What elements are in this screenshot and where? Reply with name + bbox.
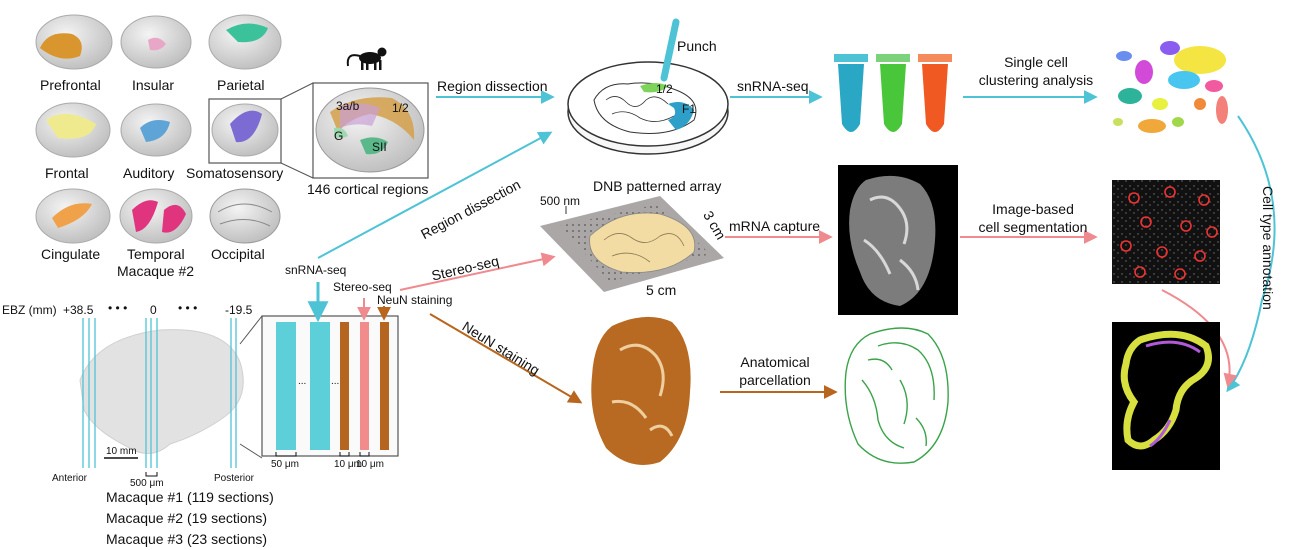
brain-somatosensory [208,98,282,164]
label-cingulate: Cingulate [41,246,101,262]
label-5cm: 5 cm [646,282,677,298]
stereo-seq-section-image [838,165,958,315]
dish-label-f1: F1 [682,102,697,116]
brain-parietal [208,14,282,70]
label-parietal: Parietal [217,77,265,93]
label-ebz: EBZ (mm) [2,303,57,317]
arrow-region-dissection-diag [317,131,553,259]
petri-dish [567,61,729,155]
label-slab-50um: 50 μm [271,459,299,470]
label-anterior: Anterior [52,473,88,484]
zoom-label-12: 1/2 [392,101,409,115]
label-prefrontal: Prefrontal [40,77,101,93]
label-region-dissection: Region dissection [437,78,548,94]
label-slab-10um-a: 10 μm [334,459,362,470]
cell-segmentation-image [1112,180,1220,284]
label-snrna-seq: snRNA-seq [285,263,347,277]
slab-zoom-top [239,315,263,345]
macaque-1-count: Macaque #1 (119 sections) [106,489,274,505]
macaque-3-count: Macaque #3 (23 sections) [106,531,268,547]
annotated-section-image [1112,322,1220,470]
label-anatomical: Anatomical [740,354,810,370]
label-macaque2: Macaque #2 [117,263,195,279]
label-cell-type-annotation: Cell type annotation [1260,186,1276,310]
label-stereo-seq: Stereo-seq [333,280,392,294]
tick-posterior: -19.5 [225,303,253,317]
tick-zero: 0 [150,303,157,317]
tissue-slabs [276,322,389,450]
label-dnb-array: DNB patterned array [593,178,722,194]
zoom-line-top [280,82,314,100]
monkey-silhouette [346,47,387,70]
tube-orange [918,54,952,132]
tube-blue [834,54,868,132]
dnb-array [540,196,724,292]
label-10mm: 10 mm [106,446,137,457]
label-frontal: Frontal [45,165,89,181]
label-cell-segmentation: cell segmentation [978,219,1088,235]
brain-temporal [119,188,193,244]
brain-occipital [209,188,281,244]
brain-insular [120,15,192,69]
macaque-3d-brain [79,329,244,454]
slab-ellipsis-1: ... [298,376,307,387]
scale-bar-500um [145,472,158,477]
dish-label-12: 1/2 [656,82,673,96]
label-auditory: Auditory [123,165,175,181]
brain-frontal [35,102,111,158]
zoom-label-3ab: 3a/b [336,99,360,113]
ellipsis-1: • • • [108,301,128,315]
label-temporal: Temporal [127,246,185,262]
label-occipital: Occipital [211,246,265,262]
tube-green [876,54,910,132]
label-punch: Punch [677,38,717,54]
label-slab-10um-b: 10 μm [356,459,384,470]
brain-cingulate [35,188,111,244]
label-somatosensory: Somatosensory [186,165,284,181]
label-500um: 500 μm [130,478,164,489]
zoom-frame [312,82,429,179]
label-posterior: Posterior [214,473,255,484]
label-neun-staining: NeuN staining [377,293,453,307]
tick-anterior: +38.5 [63,303,94,317]
punch-tool [660,18,680,82]
brain-auditory [120,103,192,157]
label-snrna-seq-top: snRNA-seq [737,78,809,94]
parcellation-image [844,327,949,464]
label-insular: Insular [132,77,175,93]
label-mrna-capture: mRNA capture [729,218,821,234]
ellipsis-2: • • • [178,301,198,315]
slab-ellipsis-2: ... [331,376,340,387]
macaque-2-count: Macaque #2 (19 sections) [106,510,268,526]
zoom-caption: 146 cortical regions [307,181,429,197]
zoom-label-sii: SII [372,140,387,154]
label-single-cell: Single cell [1004,54,1068,70]
section-lines [82,318,237,468]
label-500nm: 500 nm [540,194,581,208]
zoom-label-g: G [334,129,344,143]
label-parcellation: parcellation [739,372,811,388]
slab-zoom-bottom [239,443,263,459]
arrow-annotation-blue [1226,115,1276,393]
brain-prefrontal [35,14,113,70]
arrow-neun [429,313,583,404]
brain-zoom [315,87,425,173]
label-clustering-analysis: clustering analysis [978,72,1094,88]
zoom-line-bottom [280,162,314,179]
arrow-stereo-seq [399,252,556,291]
umap-clusters [1113,41,1228,133]
neun-section-image [591,316,691,465]
label-image-based: Image-based [992,201,1074,217]
slab-width-brackets [275,452,370,457]
